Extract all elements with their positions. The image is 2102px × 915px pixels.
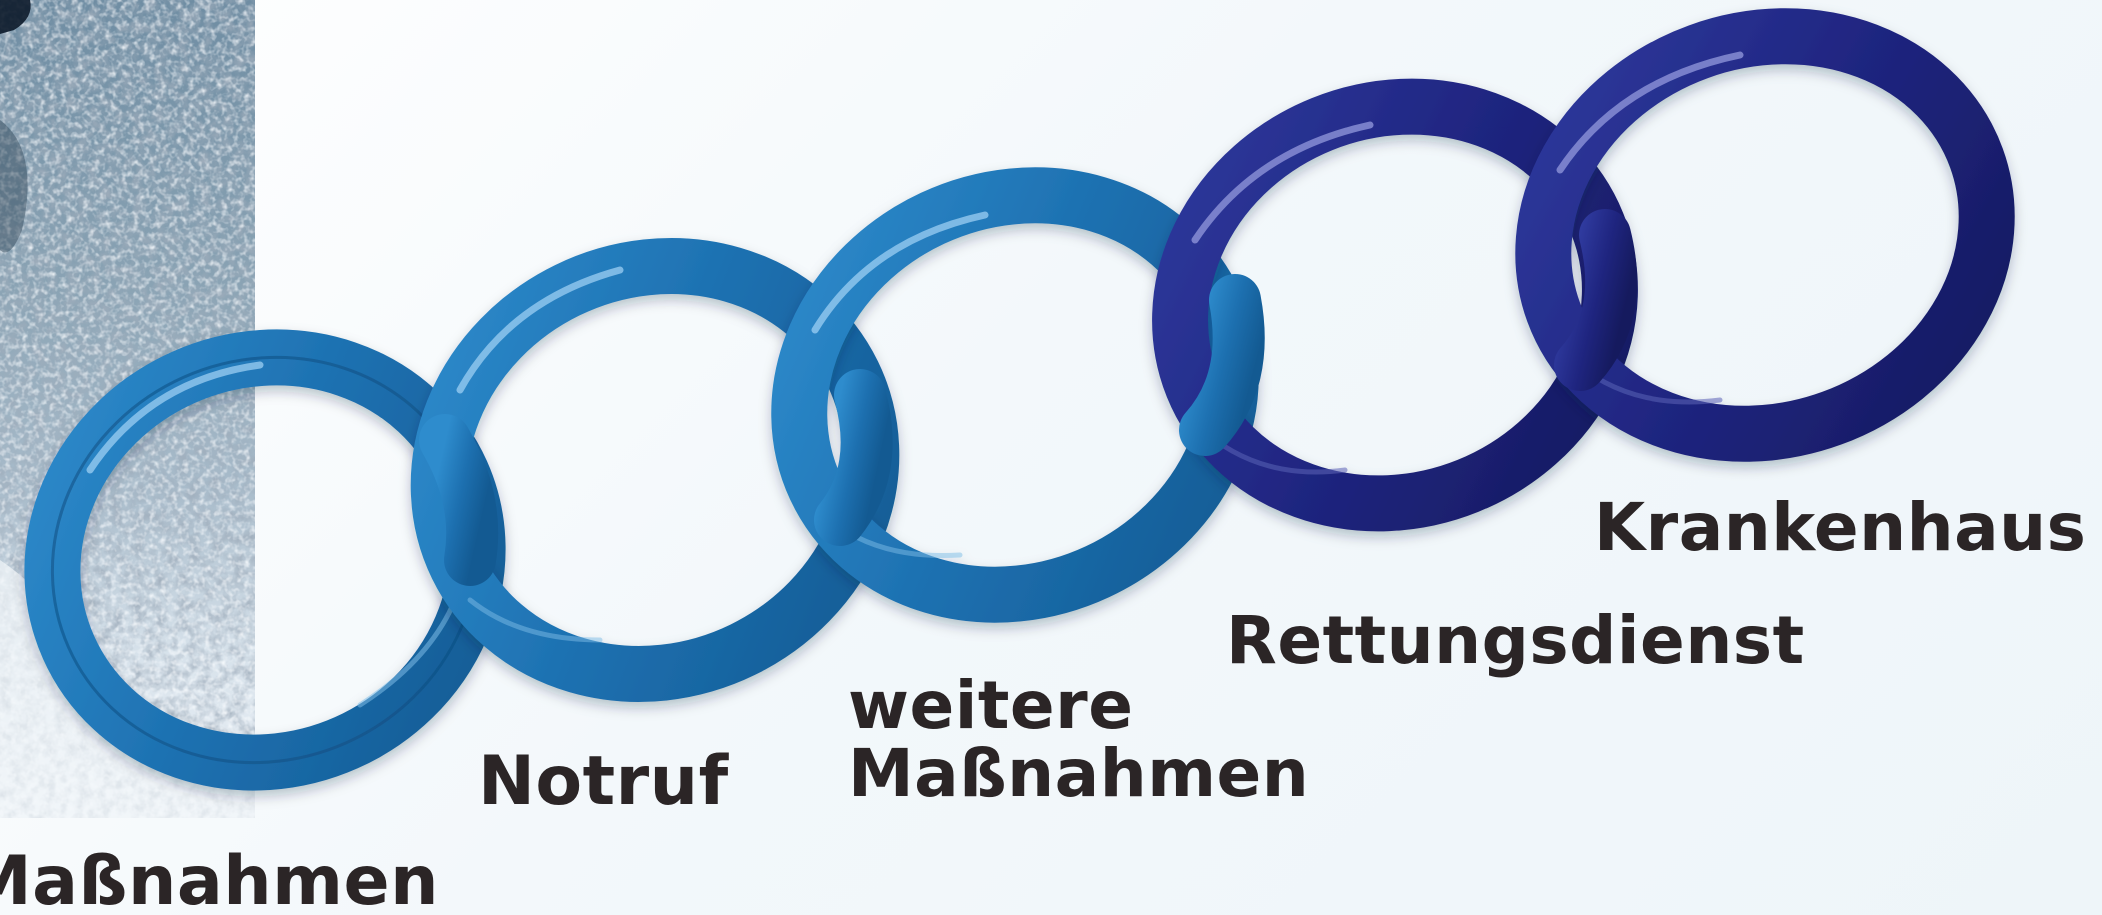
chain-link-1-overlap [419, 414, 499, 586]
label-rettungsdienst: Rettungsdienst [1226, 602, 1805, 679]
label-weitere-line-2: Maßnahmen [848, 734, 1310, 812]
label-weitere-massnahmen: weitere Maßnahmen [848, 672, 1309, 808]
chain-link-2-overlap [814, 369, 893, 546]
label-krankenhaus: Krankenhaus [1594, 489, 2087, 566]
label-weitere-line-1: weitere [848, 667, 1134, 744]
chain-link-4-overlap [1554, 209, 1638, 391]
chain-link-3-overlap [1179, 274, 1265, 456]
label-notruf: Notruf [478, 742, 729, 821]
label-massnahmen: Maßnahmen [0, 842, 440, 915]
